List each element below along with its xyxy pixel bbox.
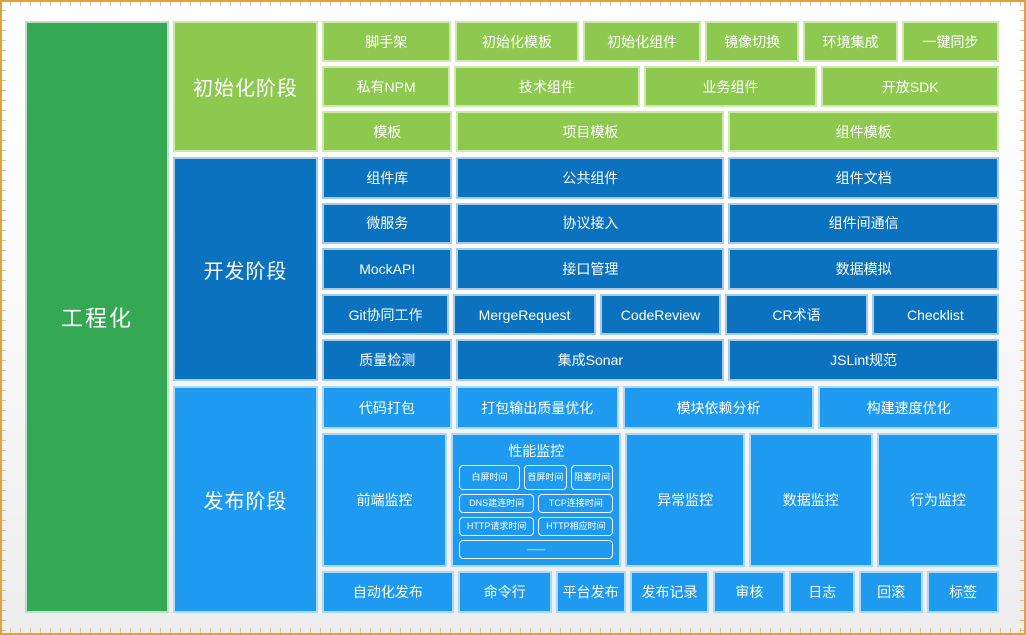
node-box: 一键同步 <box>902 21 999 62</box>
node-row: 组件库公共组件组件文档 <box>322 157 999 199</box>
node-box: 审核 <box>713 571 786 613</box>
perf-metric-box: DNS建连时间 <box>459 494 535 514</box>
node-row: 模板项目模板组件模板 <box>322 111 999 152</box>
perf-metric-box: HTTP请求时间 <box>459 517 535 537</box>
node-box: 组件库 <box>322 157 453 199</box>
node-box: MergeRequest <box>453 293 596 336</box>
perf-metric-box: 阻塞时间 <box>570 465 614 491</box>
node-box: 集成Sonar <box>456 339 725 381</box>
node-box: Git协同工作 <box>322 293 450 336</box>
node-box: MockAPI <box>322 248 453 290</box>
phase-label: 发布阶段 <box>173 386 318 613</box>
node-row: 脚手架初始化模板初始化组件镜像切换环境集成一键同步 <box>322 21 999 62</box>
root-node-engineering: 工程化 <box>25 21 169 613</box>
performance-monitor-title: 性能监控 <box>508 443 565 459</box>
node-box: 接口管理 <box>456 248 725 290</box>
node-box: 行为监控 <box>876 433 999 567</box>
node-box: 业务组件 <box>643 66 818 107</box>
ruler-ticks-bottom <box>0 628 1026 633</box>
perf-metric-row: 白屏时间首屏时间阻塞时间 <box>459 465 614 491</box>
node-box: 发布记录 <box>629 571 710 613</box>
node-box: 初始化模板 <box>454 21 580 62</box>
perf-metric-box: 首屏时间 <box>524 465 567 491</box>
node-box: 协议接入 <box>456 202 725 245</box>
node-box: 初始化组件 <box>583 21 702 62</box>
node-row: 代码打包打包输出质量优化模块依赖分析构建速度优化 <box>322 386 999 429</box>
perf-metric-box: —— <box>459 540 614 559</box>
node-box: 回滚 <box>859 571 924 613</box>
perf-metric-box: HTTP相应时间 <box>538 517 614 537</box>
perf-metric-box: TCP连接时间 <box>538 494 614 514</box>
node-box: 项目模板 <box>456 111 725 152</box>
node-box: 组件模板 <box>728 111 999 152</box>
phase-label: 初始化阶段 <box>173 21 318 152</box>
node-box: 模块依赖分析 <box>622 386 815 429</box>
node-box: 前端监控 <box>322 433 448 567</box>
node-box: 构建速度优化 <box>818 386 999 429</box>
node-box: 模板 <box>322 111 453 152</box>
perf-metric-row: —— <box>459 540 614 559</box>
node-box: 平台发布 <box>555 571 626 613</box>
node-box: 公共组件 <box>456 157 725 199</box>
node-box: 异常监控 <box>625 433 745 567</box>
node-box: 脚手架 <box>322 21 451 62</box>
ruler-ticks-left <box>2 0 6 635</box>
phase-rows: 代码打包打包输出质量优化模块依赖分析构建速度优化前端监控性能监控白屏时间首屏时间… <box>322 386 1000 613</box>
node-box: CR术语 <box>725 293 868 336</box>
node-box: 组件文档 <box>728 157 999 199</box>
node-box: CodeReview <box>599 293 722 336</box>
node-box: 数据模拟 <box>728 248 999 290</box>
node-box: 日志 <box>789 571 856 613</box>
node-box: 开放SDK <box>821 66 999 107</box>
node-box: 环境集成 <box>803 21 899 62</box>
phase-label: 开发阶段 <box>173 157 318 381</box>
node-box: 私有NPM <box>322 66 451 107</box>
node-box: 数据监控 <box>748 433 873 567</box>
node-box: 自动化发布 <box>322 571 454 613</box>
node-box: 质量检测 <box>322 339 453 381</box>
node-box: 命令行 <box>457 571 552 613</box>
node-box: Checklist <box>871 293 999 336</box>
node-box: 标签 <box>927 571 1000 613</box>
node-box: 微服务 <box>322 202 453 245</box>
node-row: 自动化发布命令行平台发布发布记录审核日志回滚标签 <box>322 571 1000 613</box>
node-box: 代码打包 <box>322 386 452 429</box>
node-box: 镜像切换 <box>705 21 800 62</box>
node-box: 技术组件 <box>454 66 640 107</box>
node-box: 打包输出质量优化 <box>455 386 619 429</box>
node-box: JSLint规范 <box>728 339 999 381</box>
ruler-ticks-right <box>1020 0 1024 635</box>
phase-section-2: 发布阶段代码打包打包输出质量优化模块依赖分析构建速度优化前端监控性能监控白屏时间… <box>173 386 1000 613</box>
node-row: 微服务协议接入组件间通信 <box>322 202 999 245</box>
node-box: 组件间通信 <box>728 202 999 245</box>
perf-metric-box: 白屏时间 <box>459 465 521 491</box>
ruler-ticks-top <box>0 2 1026 6</box>
